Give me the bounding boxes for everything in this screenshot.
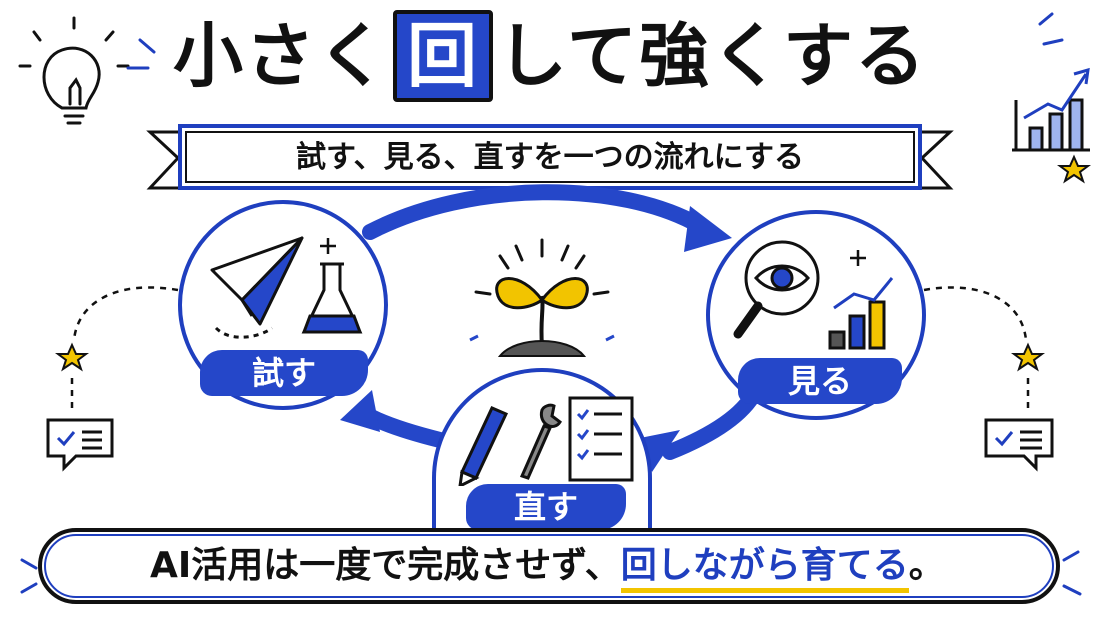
subtitle: 試す、見る、直すを一つの流れにする [296,140,804,175]
title-part1: 小さく [173,15,390,97]
step-try-circle: 試す [178,200,388,410]
star-icon [55,342,89,372]
sparkle-icon [850,250,866,266]
chat-checklist-icon [46,418,114,472]
conclusion-suffix: 。 [908,545,945,586]
conclusion-text: AI活用は一度で完成させず、回しながら育てる。 [150,538,1010,594]
page-title: 小さく回して強くする [0,6,1100,106]
chat-checklist-icon [984,418,1054,472]
magnifier-eye-icon [733,240,820,339]
lightbulb-icon [18,16,130,125]
step-fix-circle: 直す [432,368,652,544]
growth-chart-icon [1012,67,1090,152]
paper-plane-icon [210,236,304,339]
step-see-circle: 見る [706,210,926,420]
arrow-heads [340,206,732,472]
pencil-icon [458,406,509,486]
step-see-label: 見る [738,358,902,404]
flask-icon [301,262,363,334]
conclusion-highlight: 回しながら育てる [620,544,909,593]
conclusion-prefix: AI活用は一度で完成させず、 [150,545,621,586]
title-part2: して強くする [497,15,927,97]
star-icon [1011,342,1045,372]
conclusion-banner-inner [44,534,1054,598]
sparkle-icon [320,238,336,254]
subtitle-ribbon [146,124,954,190]
sprout-icon [469,238,615,357]
title-highlight: 回 [393,10,494,102]
step-try-label: 試す [200,350,368,396]
dashed-connectors [70,286,1030,414]
checklist-icon [568,396,634,482]
wrench-icon [519,403,562,480]
star-icon [1057,154,1091,184]
step-fix-label: 直す [466,484,626,530]
bar-chart-icon [828,277,894,350]
accent-dashes [20,12,1082,596]
